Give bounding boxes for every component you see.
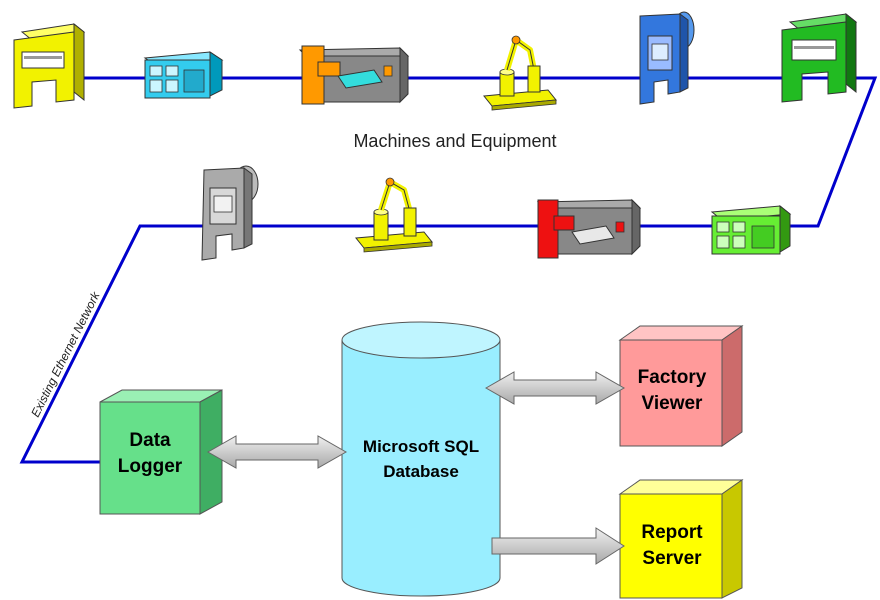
orange-molding-machine-icon (298, 45, 410, 105)
report-server-box: Report Server (618, 479, 744, 599)
yellow-robot-arm-icon (483, 35, 557, 111)
red-molding-machine-icon (536, 198, 642, 259)
database-label-line1: Microsoft SQL (363, 437, 479, 456)
data-logger-label-line1: Data (129, 430, 171, 451)
yellow-press-icon (13, 22, 86, 109)
report-server-label-line2: Server (642, 548, 702, 569)
blue-punch-press-icon (639, 11, 695, 105)
logger-database-arrow (206, 435, 348, 469)
sql-database-cylinder: Microsoft SQL Database (341, 321, 501, 597)
green-controller-icon (710, 204, 792, 255)
data-logger-box: Data Logger (99, 389, 223, 515)
database-label-line2: Database (383, 462, 459, 481)
report-server-label-line1: Report (641, 522, 703, 543)
network-label: Existing Ethernet Network (28, 289, 103, 420)
database-report-arrow (491, 527, 625, 565)
cyan-controller-icon (143, 51, 224, 99)
gray-punch-press-icon (201, 165, 259, 261)
factory-viewer-label-line1: Factory (638, 367, 707, 388)
ethernet-network-line (19, 76, 878, 464)
factory-viewer-label-line2: Viewer (642, 393, 704, 414)
factory-viewer-box: Factory Viewer (618, 325, 744, 447)
data-logger-label-line2: Logger (118, 456, 183, 477)
yellow-robot-arm-icon (355, 177, 433, 253)
diagram-title: Machines and Equipment (353, 131, 556, 151)
green-press-icon (781, 12, 858, 103)
database-viewer-arrow (484, 371, 626, 405)
